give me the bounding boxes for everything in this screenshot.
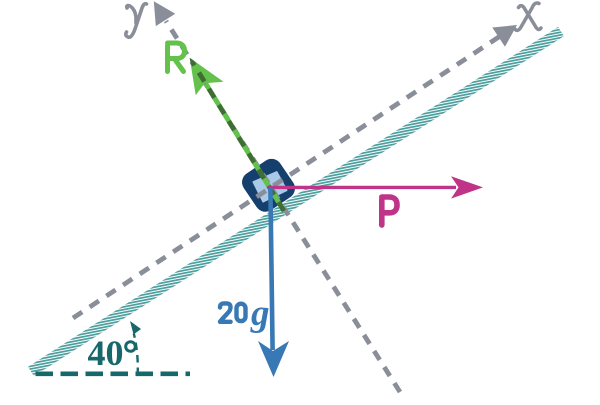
svg-text:g: g bbox=[250, 293, 270, 334]
svg-text:40: 40 bbox=[88, 333, 124, 373]
